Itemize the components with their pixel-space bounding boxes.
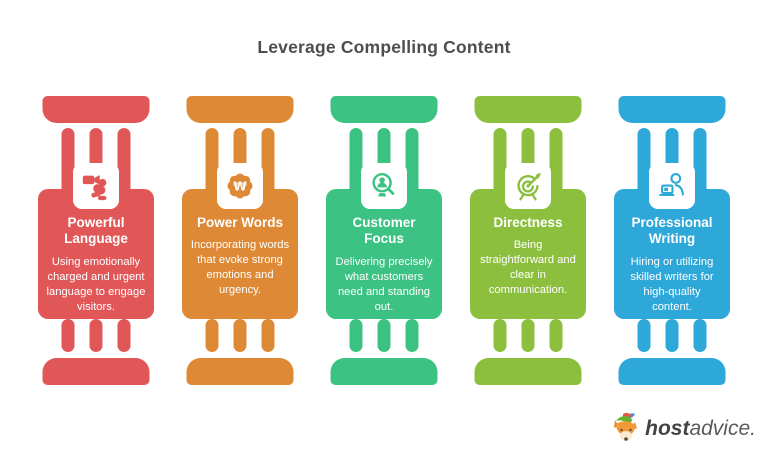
hostadvice-fox-icon [614,412,638,441]
content-card: Professional Writing Hiring or utilizing… [614,189,730,319]
pillar-capital [330,96,438,123]
icon-box [361,163,407,209]
power-word-badge-icon: ₩ [227,173,253,199]
card-title: Power Words [196,215,284,230]
icon-box [505,163,551,209]
pillar-shaft-bottom [349,319,419,352]
content-card: Directness Being straightforward and cle… [470,189,586,319]
card-description: Being straightforward and clear in commu… [480,239,576,297]
pillar-shaft-bottom [61,319,131,352]
card-description: Hiring or utilizing skilled writers for … [630,255,714,313]
brand-name-light: advice. [689,416,756,440]
icon-box [73,163,119,209]
card-title: Customer Focus [352,215,416,247]
pillar-shaft-bottom [637,319,707,352]
pillar-base [474,358,582,385]
pillar-base [42,358,150,385]
pillar-column-power-words: Power Words Incorporating words that evo… [168,96,312,389]
card-description: Delivering precisely what customers need… [335,255,433,313]
target-arrow-icon [517,172,541,201]
pillar-column-professional-writing: Professional Writing Hiring or utilizing… [600,96,744,389]
pillar-capital [42,96,150,123]
customer-magnifier-icon [372,172,395,197]
page-title: Leverage Compelling Content [257,37,511,57]
card-description: Incorporating words that evoke strong em… [190,239,290,297]
pillar-capital [618,96,726,123]
pillar-base [186,358,294,385]
icon-box [649,163,695,209]
pillar-capital [474,96,582,123]
card-description: Using emotionally charged and urgent lan… [46,255,146,313]
content-card: Customer Focus Delivering precisely what… [326,189,442,319]
won-glyph: ₩ [233,179,247,193]
card-title: Powerful Language [64,215,128,247]
pillar-columns-row: Powerful Language Using emotionally char… [0,96,768,389]
hostadvice-logo: hostadvice. [611,412,756,444]
pillar-column-directness: Directness Being straightforward and cle… [456,96,600,389]
pillar-shaft-bottom [493,319,563,352]
video-blogger-icon [82,175,107,201]
pillar-column-powerful-language: Powerful Language Using emotionally char… [24,96,168,389]
pillar-capital [186,96,294,123]
content-card: Powerful Language Using emotionally char… [38,189,154,319]
content-card: Power Words Incorporating words that evo… [182,189,298,319]
pillar-base [330,358,438,385]
icon-box: ₩ [217,163,263,209]
pillar-shaft-bottom [205,319,275,352]
pillar-column-customer-focus: Customer Focus Delivering precisely what… [312,96,456,389]
pillar-base [618,358,726,385]
card-title: Directness [493,215,563,230]
brand-name-bold: host [645,416,690,440]
writer-laptop-icon [659,173,684,197]
card-title: Professional Writing [631,215,713,247]
